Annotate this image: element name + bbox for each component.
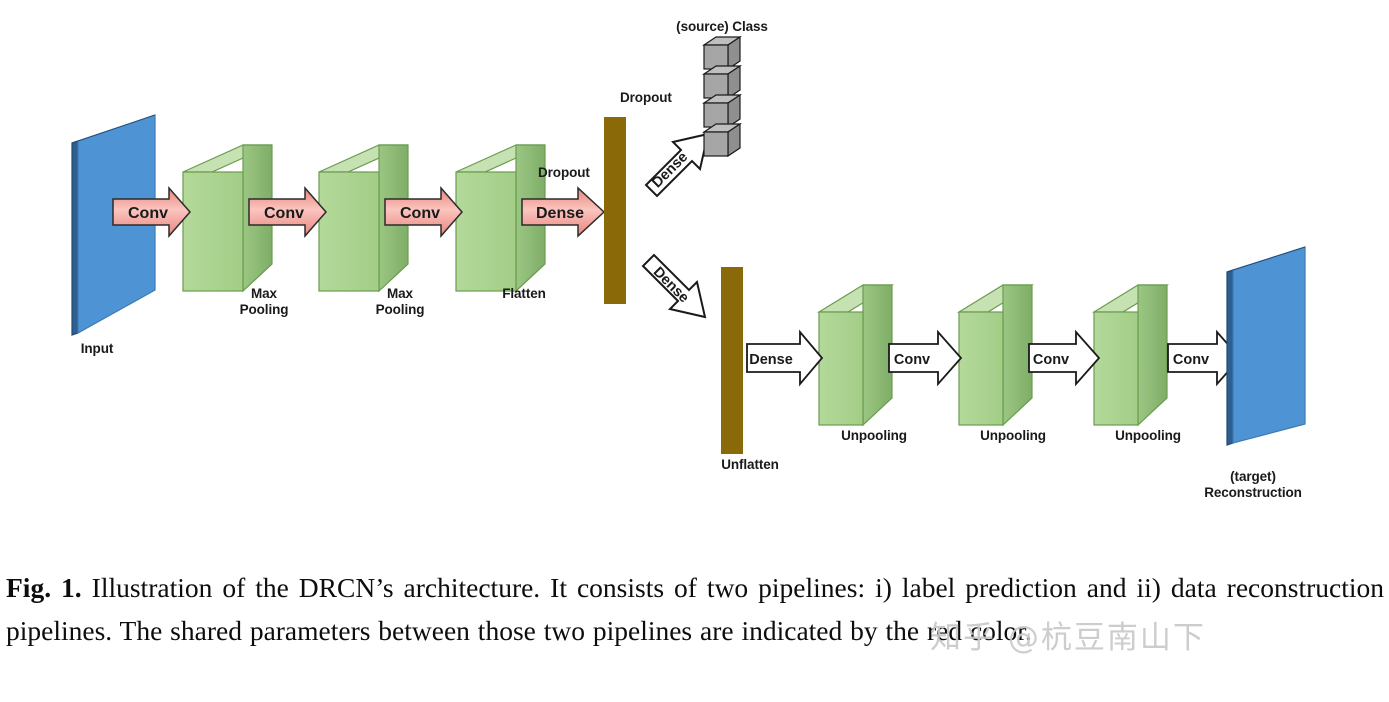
gray-cube-class-2 [702, 64, 742, 100]
green-box-maxpool-2 [318, 144, 409, 293]
label-unpooling-1: Unpooling [841, 428, 907, 443]
green-box-unpooling-1 [816, 284, 895, 427]
white-arrow-dense-decode: Dense [746, 329, 824, 387]
white-arrow-deconv-1: Conv [888, 329, 963, 387]
label-source-class: (source) Class [676, 19, 768, 34]
dense-to-class-label: Dense [649, 149, 691, 191]
conv-1-label: Conv [128, 205, 168, 222]
red-arrow-conv-1 [112, 186, 191, 238]
conv-3-label: Conv [400, 205, 440, 222]
green-box-unpooling-3 [1091, 284, 1170, 427]
gold-bar-dropout [604, 117, 626, 304]
label-dropout-top: Dropout [620, 90, 672, 105]
white-arrow-dense-to-unflatten: Dense [641, 253, 707, 319]
deconv-1-label: Conv [894, 352, 930, 368]
figure-number: Fig. 1. [6, 572, 92, 603]
dense-encode-label: Dense [536, 205, 584, 222]
red-arrow-dense-encode [521, 186, 606, 238]
gray-cube-class-1 [702, 35, 742, 71]
white-arrow-deconv-2: Conv [1028, 329, 1101, 387]
white-arrow-dense-to-class: Dense [644, 132, 710, 198]
drcn-architecture-diagram: Dense Dense [71, 19, 1306, 500]
label-input: Input [80, 341, 114, 356]
diagram-canvas: Dense Dense [71, 35, 1306, 454]
reconstruction-slab [1226, 246, 1306, 446]
dense-decode-label: Dense [749, 352, 793, 368]
white-arrow-deconv-3: Conv [1167, 329, 1242, 387]
label-target-reconstruction: (target)Reconstruction [1204, 469, 1302, 500]
label-unflatten: Unflatten [721, 457, 779, 472]
figure-caption-text: Illustration of the DRCN’s architecture.… [6, 572, 1384, 646]
label-flatten: Flatten [502, 286, 546, 301]
conv-2-label: Conv [264, 205, 304, 222]
figure-caption: Fig. 1. Illustration of the DRCN’s archi… [6, 566, 1384, 652]
label-dropout-mid: Dropout [538, 165, 590, 180]
red-arrow-conv-2 [248, 186, 327, 238]
deconv-3-label: Conv [1173, 352, 1209, 368]
label-unpooling-2: Unpooling [980, 428, 1046, 443]
deconv-2-label: Conv [1033, 352, 1069, 368]
green-box-maxpool-1 [182, 144, 273, 293]
red-arrow-conv-3 [384, 186, 463, 238]
green-box-unpooling-2 [956, 284, 1035, 427]
label-unpooling-3: Unpooling [1115, 428, 1181, 443]
gray-cube-class-3 [702, 93, 742, 129]
gold-bar-unflatten [721, 267, 743, 454]
gray-cube-class-4 [702, 122, 742, 158]
